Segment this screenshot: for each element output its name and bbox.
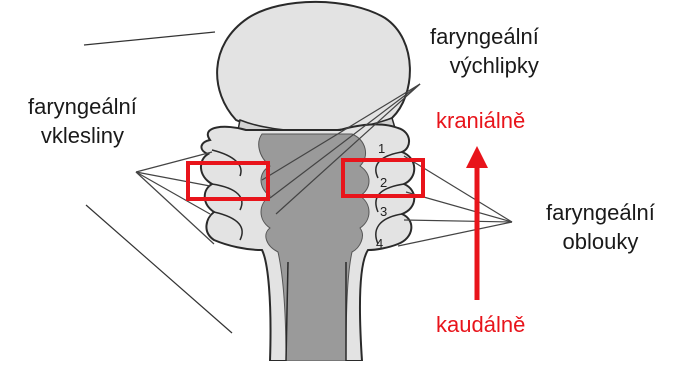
- label-pharyngeal-clefts: faryngeální vklesliny: [28, 92, 137, 150]
- direction-arrow-head: [466, 146, 488, 168]
- cranial-text: kraniálně: [436, 106, 525, 135]
- caudal-text: kaudálně: [436, 310, 525, 339]
- arches-line-2: oblouky: [546, 227, 655, 256]
- arch-number-3: 3: [380, 204, 387, 219]
- arch-number-2: 2: [380, 175, 387, 190]
- scan-line: [84, 32, 215, 45]
- label-pharyngeal-pouches: faryngeální výchlipky: [430, 22, 539, 80]
- pouches-line-2: výchlipky: [430, 51, 539, 80]
- clefts-line-1: faryngeální: [28, 92, 137, 121]
- clefts-line-2: vklesliny: [28, 121, 137, 150]
- label-caudal: kaudálně: [436, 310, 525, 339]
- pouches-line-1: faryngeální: [430, 22, 539, 51]
- arch-number-4: 4: [376, 236, 383, 251]
- arches-line-1: faryngeální: [546, 198, 655, 227]
- arch-number-1: 1: [378, 141, 385, 156]
- label-cranial: kraniálně: [436, 106, 525, 135]
- label-pharyngeal-arches: faryngeální oblouky: [546, 198, 655, 256]
